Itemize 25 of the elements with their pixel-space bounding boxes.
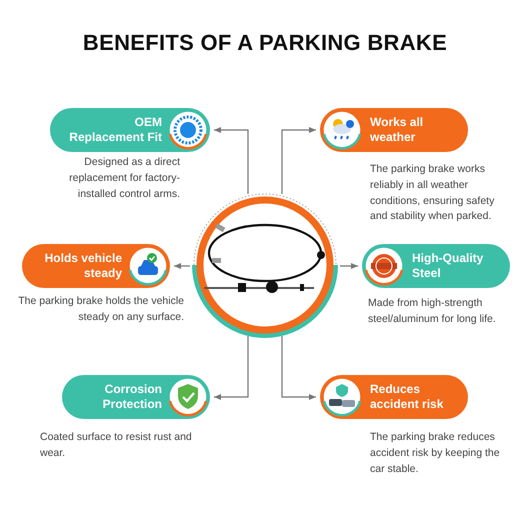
- feature-heading: OEM Replacement Fit: [68, 115, 162, 145]
- feature-description: The parking brake works reliably in all weather conditions, ensuring safety and stability when parked.: [370, 162, 496, 224]
- feature-pill: [62, 375, 210, 419]
- connector-arrow: [214, 336, 249, 400]
- feature-description: Made from high-strength steel/aluminum for long life.: [368, 296, 497, 327]
- feature-pill: [320, 375, 468, 419]
- feature-description: The parking brake reduces accident risk by keeping the car stable.: [370, 430, 501, 476]
- connector-arrow: [214, 127, 249, 194]
- feature-pill: [50, 108, 210, 152]
- feature-heading: Works all weather: [370, 115, 424, 145]
- connector-arrow: [174, 263, 190, 269]
- feature-heading: Corrosion Protection: [102, 382, 162, 412]
- feature-description: Coated surface to resist rust and wear.: [40, 430, 193, 461]
- connector-arrow: [281, 336, 316, 400]
- feature-heading: Holds vehicle steady: [44, 251, 122, 281]
- feature-pill: [362, 244, 510, 288]
- feature-heading: Reduces accident risk: [370, 382, 444, 412]
- connector-arrow: [281, 127, 316, 194]
- feature-heading: High-Quality Steel: [412, 251, 484, 281]
- feature-pill: [22, 244, 170, 288]
- title: BENEFITS OF A PARKING BRAKE: [82, 30, 448, 56]
- feature-description: The parking brake holds the vehicle steady on any surface.: [17, 294, 184, 325]
- connector-arrow: [340, 263, 358, 269]
- feature-description: Designed as a direct replacement for factory-installed control arms.: [68, 155, 180, 202]
- feature-pill: [320, 108, 468, 152]
